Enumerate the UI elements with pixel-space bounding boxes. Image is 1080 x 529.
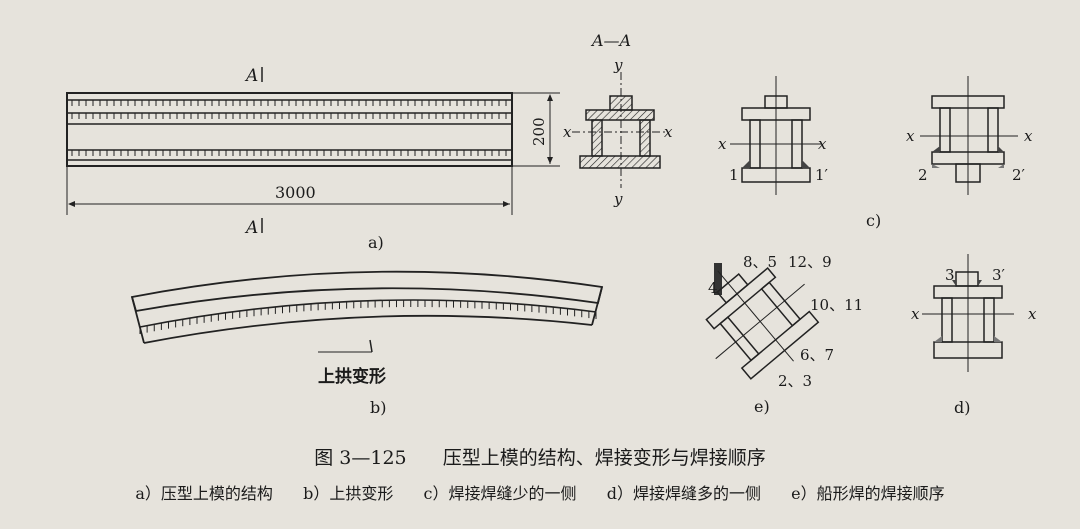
beam-outline — [66, 92, 513, 167]
panel-b-label: b) — [370, 398, 386, 417]
weld-label-1: 1 — [729, 166, 739, 184]
figure-caption: 图 3—125 压型上模的结构、焊接变形与焊接顺序 — [0, 443, 1080, 470]
panel-c: x x 1 1′ x x 2 2′ c) — [718, 76, 1033, 230]
axis-x-right: x — [664, 123, 673, 141]
weld-seq-4: 10、11 — [810, 296, 863, 314]
weld-ticks-b — [139, 300, 597, 334]
panel-e: 8、5 12、9 4 10、11 6、7 2、3 e) — [705, 253, 863, 416]
axis-x-left: x — [563, 123, 572, 141]
axis-x-d-left: x — [911, 305, 920, 323]
section-title: A—A — [590, 31, 631, 50]
subcaption-d: d）焊接焊缝多的一侧 — [606, 484, 761, 503]
axis-x-c2-right: x — [1024, 127, 1033, 145]
figure-number: 图 3—125 — [314, 447, 407, 469]
subcaption-e: e）船形焊的焊接顺序 — [791, 484, 945, 503]
panel-c-label: c) — [866, 211, 881, 230]
cross-section-aa — [572, 72, 668, 188]
subcaption-a: a）压型上模的结构 — [135, 484, 273, 503]
weld-label-2p: 2′ — [1012, 166, 1026, 184]
axis-x-c2-left: x — [906, 127, 915, 145]
weld-label-3: 3 — [945, 266, 955, 284]
weld-label-1p: 1′ — [815, 166, 829, 184]
weld-ticks-a — [71, 100, 507, 156]
weld-seq-3: 4 — [708, 279, 718, 297]
weld-label-3p: 3′ — [992, 266, 1006, 284]
panel-d: x x 3 3′ d) — [911, 254, 1037, 417]
subcaption-b: b）上拱变形 — [303, 484, 394, 503]
panel-a-label: a) — [368, 233, 384, 252]
subcaption-c: c）焊接焊缝少的一侧 — [423, 484, 577, 503]
weld-seq-1: 8、5 — [743, 253, 777, 271]
weld-seq-6: 2、3 — [778, 372, 812, 390]
figure-subcaptions: a）压型上模的结构 b）上拱变形 c）焊接焊缝少的一侧 d）焊接焊缝多的一侧 e… — [0, 480, 1080, 504]
dim-height-label: 200 — [530, 117, 548, 146]
panel-b: 上拱变形 b) — [130, 270, 604, 417]
axis-y-top: y — [613, 56, 623, 74]
section-mark-top: A — [244, 66, 258, 86]
axis-x-d-right: x — [1028, 305, 1037, 323]
panel-e-label: e) — [754, 397, 770, 416]
weld-label-2: 2 — [918, 166, 928, 184]
weld-seq-2: 12、9 — [788, 253, 832, 271]
weld-seq-5: 6、7 — [800, 346, 834, 364]
annotation-leader — [369, 339, 373, 353]
section-mark-bottom: A — [244, 218, 258, 238]
axis-x-c1-right: x — [818, 135, 827, 153]
figure-title: 压型上模的结构、焊接变形与焊接顺序 — [442, 447, 766, 469]
panel-d-label: d) — [954, 398, 970, 417]
axis-y-bottom: y — [613, 190, 623, 208]
panel-a: 3000 200 A A a) A—A y y x — [66, 31, 673, 252]
dim-length-label: 3000 — [275, 183, 316, 202]
weld-rod — [714, 263, 722, 295]
arch-annotation: 上拱变形 — [318, 366, 386, 387]
axis-x-c1-left: x — [718, 135, 727, 153]
